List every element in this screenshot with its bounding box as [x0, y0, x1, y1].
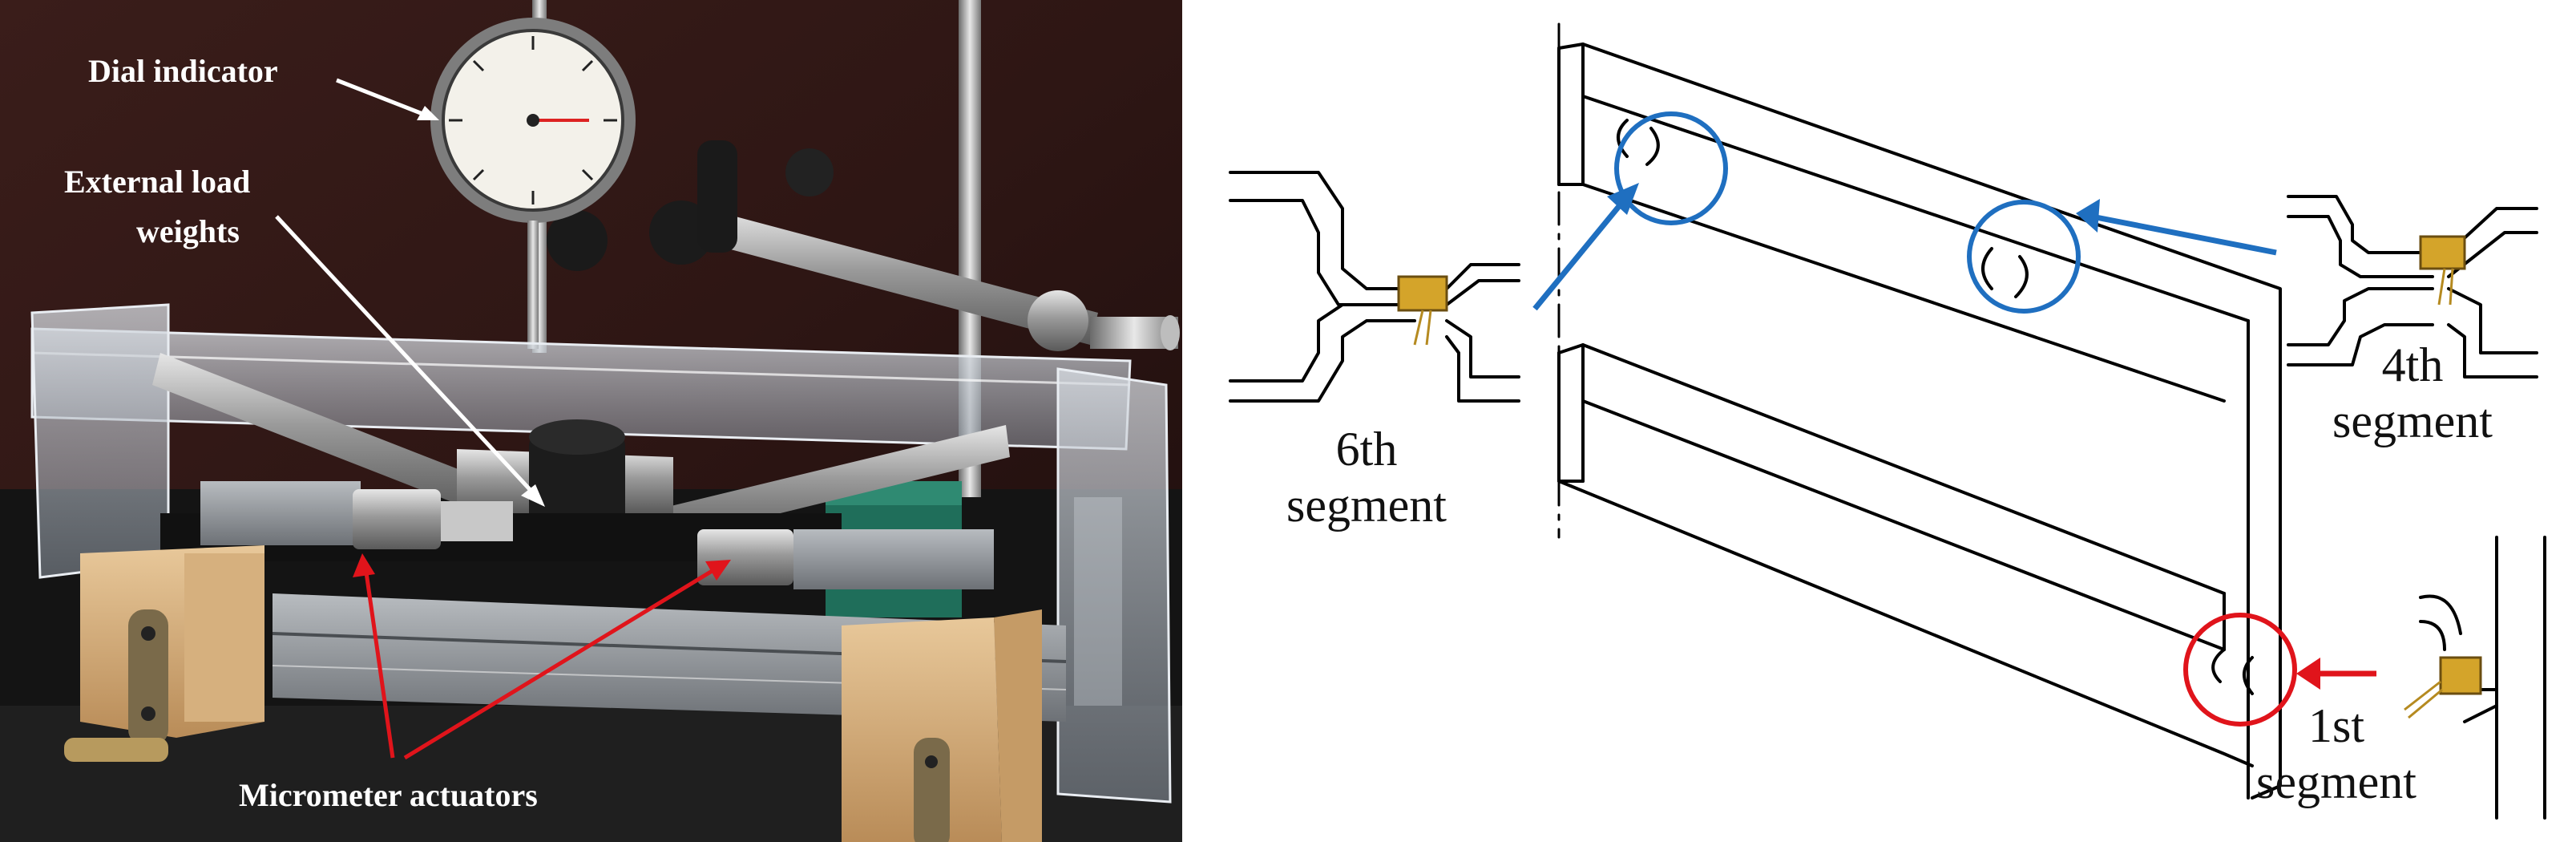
segment-1st-circle — [2183, 613, 2297, 727]
segment-4th-circle — [1967, 200, 2081, 314]
external-load-label-line1: External load — [64, 164, 250, 200]
arrowhead-6th — [1607, 183, 1639, 215]
dial-indicator-label: Dial indicator — [88, 53, 278, 89]
segment-4th-label-line2: segment — [2332, 395, 2493, 447]
segment-6th-label-line2: segment — [1286, 479, 1447, 532]
micrometer-actuators-label: Micrometer actuators — [239, 777, 538, 813]
test-rig-photo: Dial indicator External load weights Mic… — [0, 0, 1182, 842]
mechanism-line-drawing: 6th segment 4th segment 1st segment — [1229, 22, 2546, 820]
arrow-6th — [1532, 194, 1629, 311]
arrow-4th — [2091, 213, 2277, 256]
strain-gauge-4th — [2419, 235, 2466, 306]
segment-6th-label-line1: 6th — [1336, 423, 1398, 476]
strain-gauge-6th — [1397, 275, 1448, 346]
strain-gauge-1st — [2404, 656, 2482, 719]
arrowhead-4th — [2076, 199, 2100, 233]
external-load-label-line2: weights — [136, 213, 240, 249]
segment-6th-circle — [1614, 111, 1728, 225]
segment-1st-label-line1: 1st — [2308, 699, 2364, 752]
test-rig-illustration: Dial indicator External load weights Mic… — [0, 0, 1182, 842]
arrowhead-1st — [2296, 658, 2320, 690]
segment-diagram: 6th segment 4th segment 1st segment — [1182, 0, 2576, 842]
segment-4th-label-line1: 4th — [2382, 338, 2444, 391]
segment-1st-label-line2: segment — [2256, 755, 2417, 808]
